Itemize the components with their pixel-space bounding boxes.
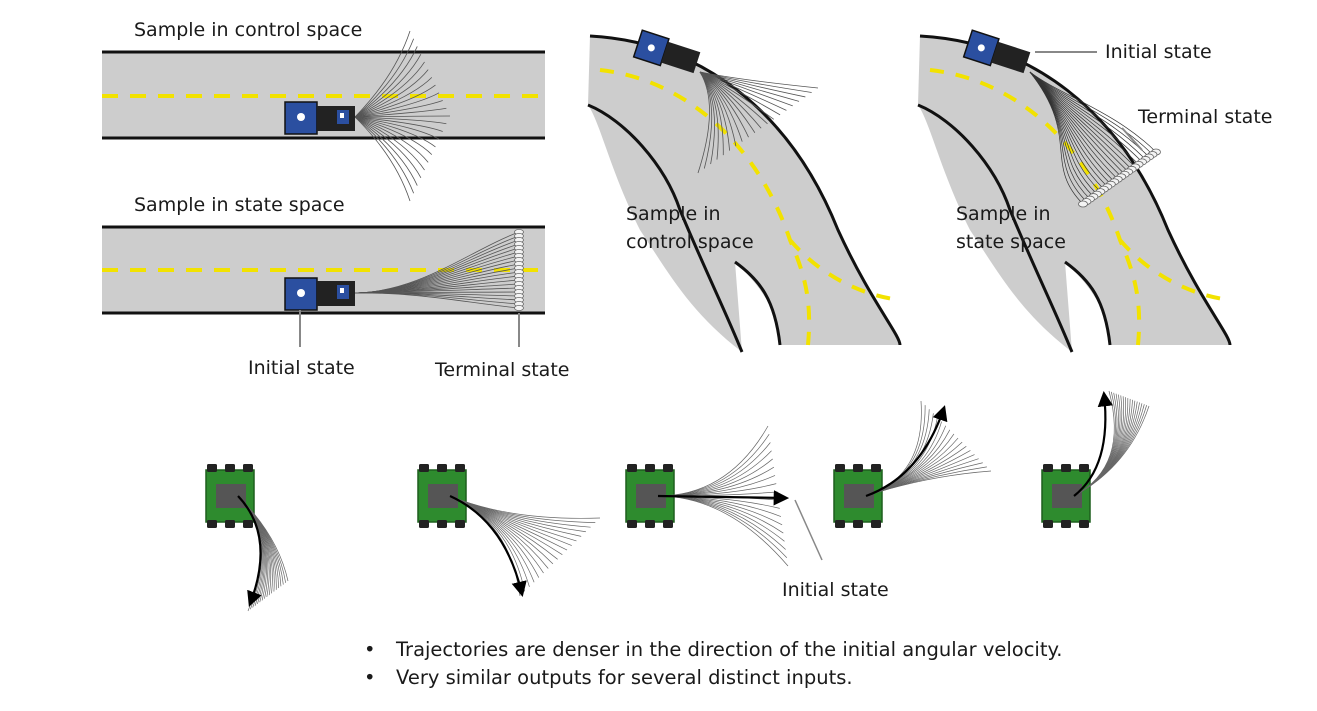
truck-icon — [962, 29, 1031, 74]
trajectory-fan — [1029, 71, 1157, 205]
label-straight-state: Sample in state space — [134, 194, 345, 216]
bullet-item: Trajectories are denser in the direction… — [364, 636, 1062, 664]
bullet-item: Very similar outputs for several distinc… — [364, 664, 1062, 692]
robot-icon — [417, 464, 467, 528]
robot-icon — [205, 464, 255, 528]
trajectory-fan — [697, 71, 819, 174]
curved-road-state — [917, 29, 1232, 353]
trajectory-arrow — [449, 494, 527, 597]
label-curve-control: Sample in control space — [626, 203, 754, 253]
straight-road-control — [102, 30, 545, 202]
truck-icon — [284, 101, 355, 135]
trajectory-arrow — [237, 495, 262, 607]
label-robot-initial-state: Initial state — [782, 579, 889, 601]
label-initial-state: Initial state — [248, 357, 355, 379]
terminal-state-markers — [1078, 148, 1161, 208]
lane-marking — [599, 68, 812, 346]
trajectory-arrow — [1073, 390, 1114, 497]
trajectory-arrow — [657, 490, 790, 506]
label-curve-initial-state: Initial state — [1105, 41, 1212, 63]
trajectory-fan — [354, 30, 451, 202]
label-curve-terminal-state: Terminal state — [1138, 106, 1273, 128]
road-surface — [588, 36, 900, 352]
curved-road-control — [587, 29, 902, 353]
robot-icon — [625, 464, 675, 528]
straight-road-state — [102, 225, 545, 347]
robot-row — [205, 390, 1150, 612]
trajectory-fan — [354, 231, 520, 309]
label-terminal-state: Terminal state — [435, 359, 570, 381]
lane-marking — [929, 68, 1142, 346]
truck-icon — [284, 277, 355, 311]
robot-icon — [833, 464, 883, 528]
label-curve-state: Sample in state space — [956, 203, 1066, 253]
trajectory-arrow — [865, 405, 948, 498]
bullet-list: Trajectories are denser in the direction… — [364, 636, 1062, 692]
truck-icon — [632, 29, 701, 74]
robot-icon — [1041, 464, 1091, 528]
terminal-state-markers — [514, 228, 524, 311]
label-straight-control: Sample in control space — [134, 19, 363, 41]
